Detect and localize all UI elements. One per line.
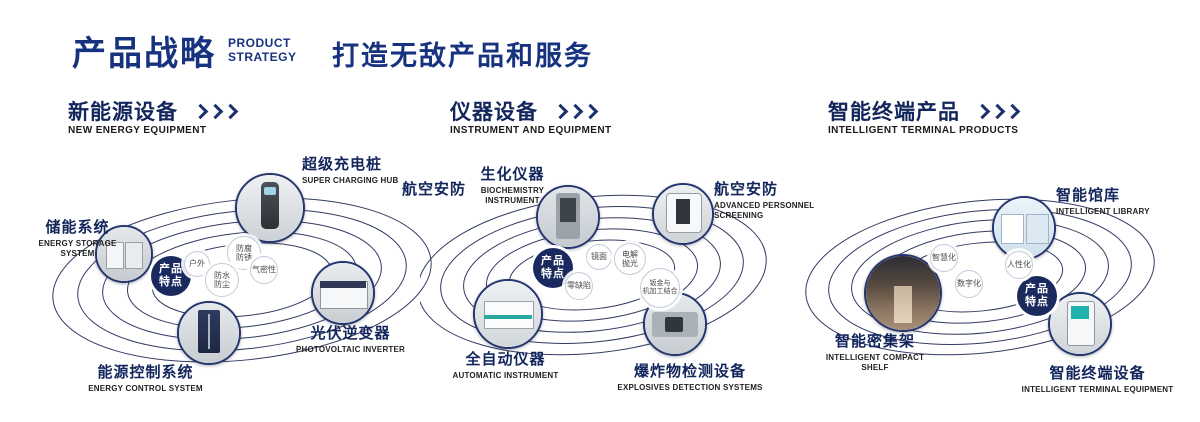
- node-intelligent-library: [992, 196, 1056, 260]
- node-personnel-screening: [652, 183, 714, 245]
- feature-bubble-waterproof: 防水 防尘: [205, 263, 239, 297]
- section-title-text: 智能终端产品: [828, 101, 960, 124]
- chevron-right-icon: [552, 103, 599, 120]
- storage-cabinet-photo: [97, 227, 151, 281]
- label-intelligent-compact-shelf: 智能密集架 INTELLIGENT COMPACT SHELF: [825, 333, 925, 372]
- badge-line2: 特点: [159, 276, 183, 288]
- node-energy-storage: [95, 225, 153, 283]
- label-automatic-instrument: 全自动仪器 AUTOMATIC INSTRUMENT: [452, 351, 559, 380]
- label-intelligent-library: 智能馆库 INTELLIGENT LIBRARY: [1056, 187, 1150, 216]
- label-biochemistry-instrument: 生化仪器 BIOCHEMISTRY INSTRUMENT: [480, 166, 545, 205]
- chevron-right-icon: [192, 103, 239, 120]
- feature-bubble-sheetmetal-machining: 钣金与 机加工结合: [640, 268, 680, 308]
- badge-line1: 产品: [159, 262, 183, 275]
- feature-bubble-outdoor: 户外: [184, 251, 210, 277]
- node-super-charging-hub: [235, 173, 305, 243]
- automatic-instrument-photo: [475, 281, 541, 347]
- page-title-english: PRODUCT STRATEGY: [228, 36, 297, 65]
- control-cabinet-photo: [179, 303, 239, 363]
- xray-scanner-photo: [645, 294, 705, 354]
- section-title-text: 新能源设备: [68, 101, 178, 124]
- node-biochemistry-instrument: [536, 185, 600, 249]
- terminal-kiosk-photo: [1050, 294, 1110, 354]
- section-subtitle-intelligent-terminal: INTELLIGENT TERMINAL PRODUCTS: [828, 125, 1019, 136]
- library-room-photo: [994, 198, 1054, 258]
- page-title-en-line1: PRODUCT: [228, 36, 291, 50]
- feature-bubble-mirror-finish: 镜面: [586, 244, 612, 270]
- personnel-screening-photo: [654, 185, 712, 243]
- compact-shelf-corridor-photo: [866, 256, 940, 330]
- section-title-new-energy: 新能源设备: [68, 96, 239, 126]
- section-title-intelligent-terminal: 智能终端产品: [828, 96, 1021, 126]
- section-subtitle-instruments: INSTRUMENT AND EQUIPMENT: [450, 125, 612, 136]
- node-intelligent-compact-shelf: [864, 254, 942, 332]
- feature-bubble-airtight: 气密性: [250, 256, 278, 284]
- charging-pile-photo: [237, 175, 303, 241]
- node-automatic-instrument: [473, 279, 543, 349]
- label-super-charging-hub: 超级充电桩 SUPER CHARGING HUB: [302, 156, 399, 185]
- label-energy-storage: 储能系统 ENERGY STORAGE SYSTEM: [38, 219, 117, 258]
- label-intelligent-terminal-equipment: 智能终端设备 INTELLIGENT TERMINAL EQUIPMENT: [1021, 365, 1174, 394]
- feature-bubble-intelligent: 智慧化: [930, 244, 958, 272]
- page-title-en-line2: STRATEGY: [228, 49, 297, 64]
- label-aviation-security: 航空安防: [402, 181, 467, 198]
- inverter-photo: [313, 263, 373, 323]
- product-features-badge: 产品 特点: [151, 256, 191, 296]
- node-photovoltaic-inverter: [311, 261, 375, 325]
- feature-bubble-zero-defect: 零缺陷: [565, 272, 593, 300]
- label-explosives-detection: 爆炸物检测设备 EXPLOSIVES DETECTION SYSTEMS: [617, 363, 763, 392]
- biochemistry-rack-photo: [538, 187, 598, 247]
- product-features-badge: 产品 特点: [1017, 276, 1057, 316]
- chevron-right-icon: [974, 103, 1021, 120]
- section-title-text: 仪器设备: [450, 101, 538, 124]
- node-intelligent-terminal-equipment: [1048, 292, 1112, 356]
- label-energy-control: 能源控制系统 ENERGY CONTROL SYSTEM: [88, 364, 203, 393]
- feature-bubble-humanized: 人性化: [1005, 251, 1033, 279]
- feature-bubble-electropolish: 电解 抛光: [614, 243, 646, 275]
- node-energy-control: [177, 301, 241, 365]
- section-title-instruments: 仪器设备: [450, 96, 599, 126]
- label-personnel-screening: 航空安防 ADVANCED PERSONNEL SCREENING: [714, 181, 815, 220]
- label-photovoltaic-inverter: 光伏逆变器 PHOTOVOLTAIC INVERTER: [295, 325, 406, 354]
- feature-bubble-digitalized: 数字化: [955, 270, 983, 298]
- section-subtitle-new-energy: NEW ENERGY EQUIPMENT: [68, 125, 207, 136]
- tagline: 打造无敌产品和服务: [332, 41, 593, 71]
- page-title: 产品战略: [72, 35, 216, 73]
